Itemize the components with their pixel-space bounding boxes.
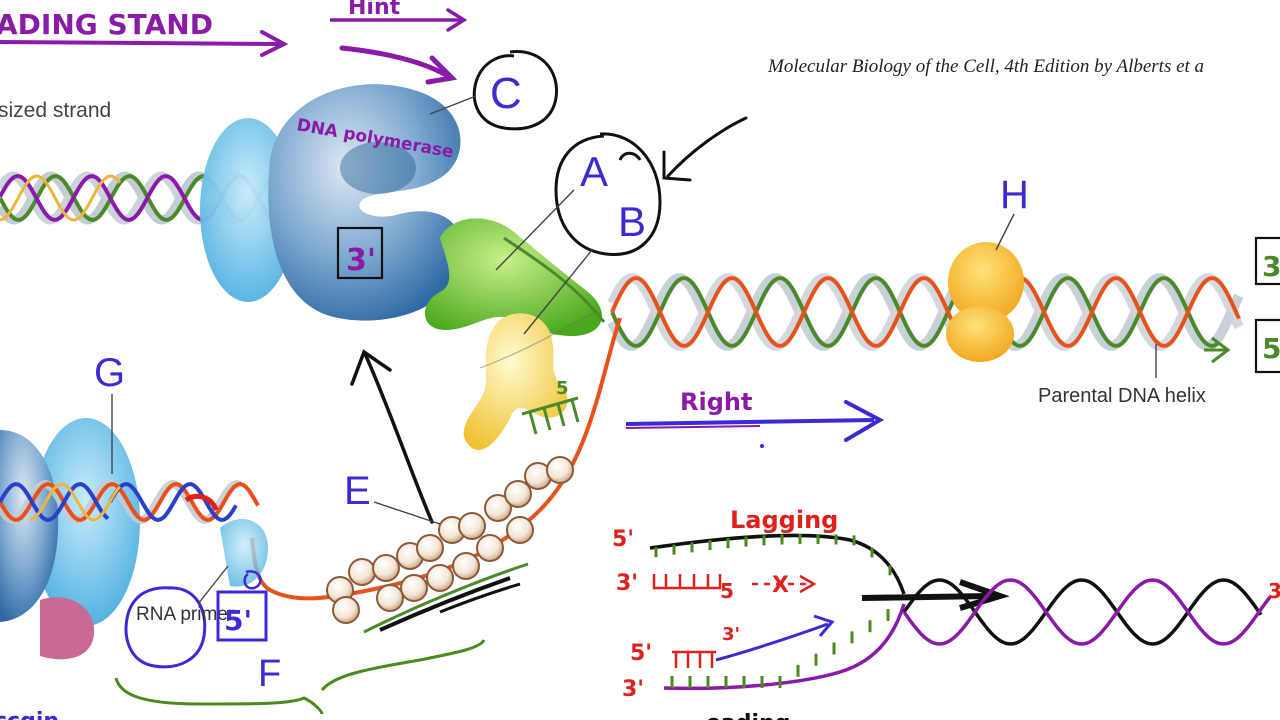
parental-strand-orange bbox=[610, 275, 1241, 349]
svg-text:5: 5 bbox=[556, 378, 569, 399]
bottom-strand-blue-2 bbox=[108, 482, 238, 523]
ssb-protein bbox=[332, 596, 360, 624]
bottom-cut-label: eading bbox=[706, 711, 790, 720]
three-prime-box: 3' bbox=[336, 226, 384, 280]
lagging-label: Lagging bbox=[730, 506, 838, 534]
rna-primer-label: RNA primer bbox=[136, 604, 235, 625]
ssb-proteins bbox=[326, 456, 574, 624]
letter-h: H bbox=[1000, 173, 1029, 217]
right-label: Right bbox=[680, 388, 752, 416]
svg-text:5': 5' bbox=[630, 641, 652, 666]
ssb-protein bbox=[546, 456, 574, 484]
svg-text:3': 3' bbox=[722, 624, 740, 645]
svg-text:3': 3' bbox=[622, 677, 644, 702]
leading-strand-annotation: ADING STAND bbox=[0, 8, 289, 57]
bottom-left-cut-label: ccgin bbox=[0, 709, 59, 720]
rna-primer-group: RNA primer bbox=[124, 565, 235, 669]
helix-strand-yellow bbox=[0, 174, 122, 222]
label-e-group: E bbox=[344, 469, 441, 525]
letter-c: C bbox=[490, 69, 522, 118]
ssb-protein bbox=[400, 574, 428, 602]
label-ab-group: A B bbox=[495, 132, 662, 335]
ssb-protein bbox=[426, 564, 454, 592]
ssb-protein bbox=[376, 584, 404, 612]
label-g-group: G bbox=[94, 351, 125, 474]
parental-dna-helix bbox=[607, 273, 1244, 351]
letter-e: E bbox=[344, 469, 371, 513]
ssb-protein bbox=[348, 558, 376, 586]
parental-helix-label: Parental DNA helix bbox=[1038, 385, 1206, 407]
primase bbox=[463, 313, 568, 451]
svg-text:5: 5 bbox=[720, 579, 734, 603]
ssb-protein bbox=[506, 516, 534, 544]
ssb-protein bbox=[504, 480, 532, 508]
bottom-backbone-gray bbox=[0, 479, 242, 525]
ssb-protein bbox=[372, 554, 400, 582]
svg-text:3: 3 bbox=[1262, 250, 1280, 283]
hint-label: Hint bbox=[348, 0, 401, 20]
letter-a: A bbox=[580, 148, 608, 195]
ssb-protein bbox=[416, 534, 444, 562]
lagging-dna-polymerase bbox=[0, 418, 268, 660]
svg-text:5': 5' bbox=[612, 527, 634, 552]
bottom-lagging-helix bbox=[0, 479, 260, 525]
svg-text:5': 5' bbox=[224, 604, 252, 637]
lagging-sketch: Lagging 5' 3' 5 X 5' 3' 3' 3' eading bbox=[612, 506, 1280, 720]
right-edge-box-3: 3 bbox=[1254, 236, 1280, 286]
ssb-protein bbox=[484, 494, 512, 522]
svg-text:3': 3' bbox=[1268, 579, 1280, 603]
bottom-primer-red bbox=[184, 493, 219, 512]
ssb-protein bbox=[476, 534, 504, 562]
bottom-strand-blue bbox=[0, 482, 110, 523]
svg-text:3': 3' bbox=[616, 571, 638, 596]
right-annotation: Right bbox=[625, 388, 885, 448]
svg-text:5: 5 bbox=[1262, 332, 1280, 365]
three-prime-box-label: 3' bbox=[346, 243, 376, 278]
ssb-protein bbox=[452, 552, 480, 580]
helicase bbox=[424, 218, 602, 336]
leading-strand-label: ADING STAND bbox=[0, 8, 213, 41]
label-c-group: C bbox=[429, 50, 558, 131]
leading-dna-polymerase bbox=[200, 84, 463, 321]
ssb-protein bbox=[458, 512, 486, 540]
newly-synthesized-strand-label: sized strand bbox=[0, 99, 111, 122]
parental-strand-green bbox=[610, 275, 1220, 349]
right-edge-box-5: 5 bbox=[1254, 318, 1280, 374]
source-caption: Molecular Biology of the Cell, 4th Editi… bbox=[767, 56, 1204, 77]
bottom-strand-yellow bbox=[29, 482, 122, 522]
svg-text:X: X bbox=[772, 573, 789, 598]
topoisomerase-h: H bbox=[946, 173, 1029, 362]
five-prime-box: 5' F bbox=[216, 570, 281, 695]
hint-annotation: Hint bbox=[330, 0, 468, 85]
letter-f: F bbox=[258, 653, 281, 695]
letter-g: G bbox=[94, 351, 125, 395]
letter-b: B bbox=[618, 198, 646, 245]
primer-ticks: 5 bbox=[521, 378, 580, 435]
